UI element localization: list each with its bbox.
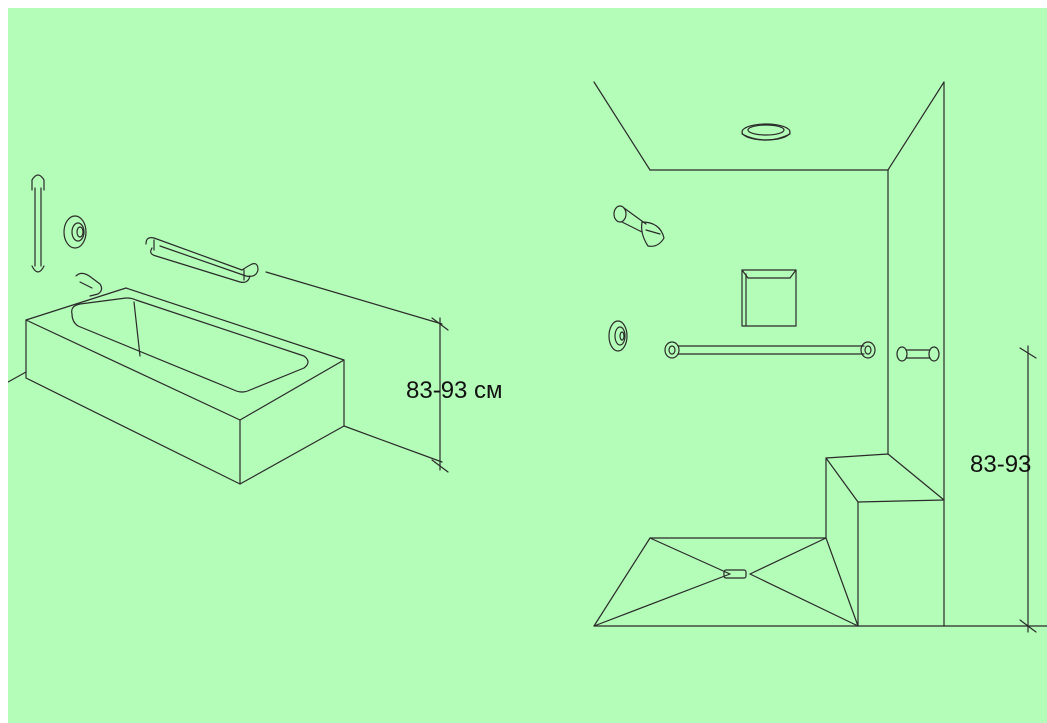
shower-dimension-tick-top (1019, 347, 1037, 359)
dimension-extension-line (265, 271, 443, 325)
shower-group (593, 81, 1047, 633)
wall-niche-icon (741, 269, 797, 327)
wall-line-right (887, 81, 945, 171)
basin-inner-edge (133, 301, 141, 357)
shower-seat-icon (825, 453, 945, 627)
shower-control-icon (608, 320, 628, 352)
floor-drain-icon (723, 569, 747, 579)
background (8, 8, 1047, 723)
dimension-tick-top (431, 317, 449, 331)
shower-head-icon (613, 205, 665, 247)
ceiling-light-icon (741, 123, 791, 141)
bathtub-basin (71, 297, 309, 393)
shower-grab-bar-icon (664, 341, 876, 359)
vertical-grab-bar-icon (31, 174, 45, 273)
wall-line-left (593, 81, 651, 171)
shower-dimension-tick-bottom (1019, 619, 1037, 633)
horizontal-grab-bar-icon (145, 237, 259, 283)
wall-base-right (343, 425, 443, 463)
shower-floor (593, 537, 859, 627)
side-grab-bar-icon (896, 346, 940, 362)
bathtub-height-label: 83-93 см (406, 377, 503, 404)
faucet-control-icon (63, 215, 87, 249)
shower-height-label: 83-93 (970, 451, 1031, 478)
spout-icon (75, 272, 103, 297)
accessible-bathroom-diagram: 83-93 см (8, 8, 1047, 723)
bathtub-front-face (25, 319, 241, 485)
diagram-canvas: 83-93 см (8, 8, 1047, 723)
dimension-tick-bottom (431, 459, 449, 473)
wall-base-left (8, 371, 27, 383)
bathtub-group (8, 174, 449, 485)
